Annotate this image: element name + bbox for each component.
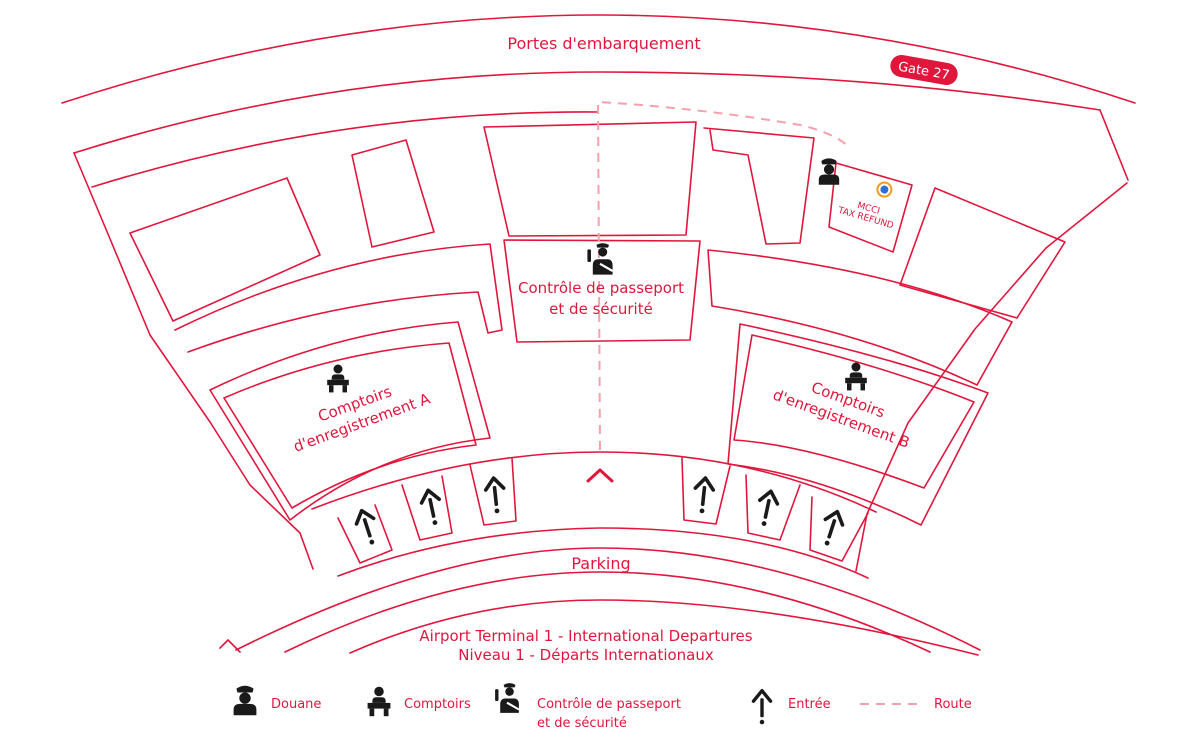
entrance-arrow-icon: [816, 507, 848, 550]
footer-line-1: Airport Terminal 1 - International Depar…: [419, 627, 752, 645]
customs-officer-icon: [818, 158, 840, 185]
upper-rooms: [129, 121, 1066, 322]
customs-officer-icon: [233, 685, 257, 716]
legend-route: Route: [934, 697, 972, 712]
entrance-chevron-icon: [586, 468, 614, 483]
entrance-arrow-icon: [751, 688, 773, 727]
checkin-zones: [209, 321, 989, 526]
passport-control-icon: [586, 241, 614, 276]
tax-refund-label[interactable]: MCCI TAX REFUND: [836, 172, 905, 231]
entrance-arrow-icon: [691, 475, 717, 517]
entrance-band: [311, 451, 877, 579]
legend-controle-2: et de sécurité: [537, 716, 627, 731]
entrance-arrow-icon: [482, 475, 508, 517]
passport-label-2: et de sécurité: [549, 300, 653, 318]
entrance-arrow-icon: [752, 487, 782, 530]
check-in-desk-icon: [367, 686, 391, 717]
passport-label-1: Contrôle de passeport: [518, 279, 684, 297]
entrance-arrow-icon: [351, 506, 383, 549]
footer-line-2: Niveau 1 - Départs Internationaux: [458, 646, 714, 664]
map-icons: [327, 158, 867, 550]
check-in-desk-icon: [845, 362, 867, 391]
gate-27-badge[interactable]: Gate 27: [889, 53, 960, 86]
parking-area: [219, 547, 981, 656]
checkin-b-label: Comptoirs d'enregistrement B: [770, 378, 912, 452]
check-in-desk-icon: [327, 364, 349, 393]
passport-control-icon: [494, 682, 520, 714]
legend-comptoirs: Comptoirs: [404, 697, 471, 712]
tax-refund-logo-icon: [876, 181, 893, 198]
gates-title: Portes d'embarquement: [507, 34, 700, 53]
central-zones: [174, 239, 1013, 386]
route-path: [596, 100, 851, 451]
entrance-arrow-icon: [417, 486, 447, 529]
checkin-a-label: Comptoirs d'enregistrement A: [291, 382, 433, 456]
parking-label: Parking: [571, 554, 630, 573]
legend-entree: Entrée: [788, 697, 831, 712]
legend: Douane Comptoirs Contrôle de passeport e…: [233, 682, 972, 731]
legend-douane: Douane: [271, 697, 321, 712]
legend-controle-1: Contrôle de passeport: [537, 697, 681, 712]
